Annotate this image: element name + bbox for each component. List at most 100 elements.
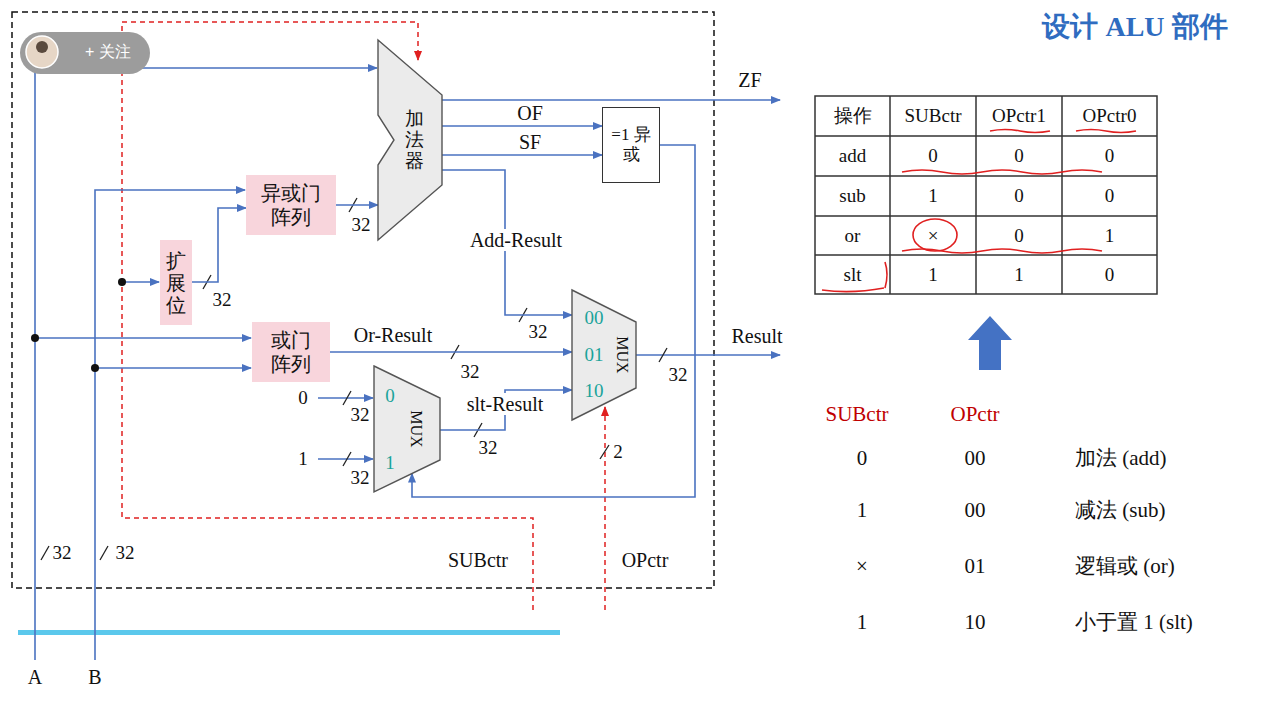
bus-width: 32 [669,364,688,386]
table-cell: 1 [1105,225,1115,247]
extend-input-wire [122,281,159,283]
table-cell: or [845,225,861,247]
bus-width: 2 [613,441,623,463]
list-entry: × [856,554,868,579]
signal-wire [442,170,572,315]
result-wire [636,354,780,356]
signal-wire [440,390,572,430]
signal-name: Or-Result [352,324,434,346]
signal-wire [412,145,695,497]
bus-slash [343,452,351,466]
node-text: 0 [385,385,395,407]
signal-wire [442,154,602,156]
table-cell: 0 [1105,185,1115,207]
avatar-head [36,41,48,53]
node-text: MUX [407,410,425,447]
table-cell: slt [844,264,862,286]
progress-bar [18,630,560,635]
table-cell: 0 [1014,225,1024,247]
table-line [1061,96,1063,294]
table-cell: sub [839,185,865,207]
node-text: 1 [385,452,395,474]
shape-outline [374,366,440,492]
bus-width: 0 [298,387,308,409]
bus-slash [343,391,351,405]
node-text: MUX [613,336,631,373]
bus-width: 32 [351,467,370,489]
or-array: 或门 阵列 [252,322,330,382]
table-cell: OPctr1 [992,105,1046,127]
b-wire [95,190,245,660]
red-annotation [902,170,1102,174]
table-cell: 0 [1014,185,1024,207]
red-annotation [990,130,1136,133]
node-text: 加法器 [405,109,424,172]
signal-name: OF [515,102,545,124]
signal-name: SF [517,131,543,153]
xor-gate: =1 异或 [602,107,660,183]
node-text: 或门 阵列 [260,328,322,376]
list-header: OPctr [951,402,1000,427]
signal-name: ZF [738,69,761,92]
table-frame [815,96,1157,294]
bus-width: 32 [213,289,232,311]
bus-slash [100,546,108,560]
signal-wire [330,351,572,353]
red-annotation [913,219,957,251]
slt-mux: 0 1 MUX [374,366,440,492]
signal-name: Add-Result [468,229,564,251]
subctr-wire [122,22,533,610]
const-one-wire [318,458,373,460]
follow-button: + 关注 [85,42,131,63]
table-cell: 1 [1014,264,1024,286]
opctr-wire [604,407,606,610]
bus-width: 1 [298,448,308,470]
list-entry: 1 [857,610,868,635]
shape-outline [378,40,442,240]
extend-bit: 扩展位 [160,240,192,325]
result-mux: 00 01 10 MUX [572,290,636,420]
list-entry: 00 [965,446,986,471]
table-line [975,96,977,294]
follow-pill [20,32,150,74]
node-text: 00 [585,307,604,329]
list-entry: 小于置 1 (slt) [1075,608,1193,636]
node-text: 扩展位 [166,250,186,316]
a-wire [35,68,377,660]
bus-slash [41,546,49,560]
up-arrow [968,316,1012,370]
table-cell: SUBctr [905,105,962,127]
b-branch-wire [95,367,251,369]
bus-width: 32 [116,542,135,564]
bus-slash [659,348,667,362]
table-cell: 0 [928,145,938,167]
signal-wire [192,208,246,282]
xor-array: 异或门 阵列 [246,175,336,235]
node-text: 10 [585,380,604,402]
node-text: 01 [585,344,604,366]
zf-wire [442,99,780,101]
signal-wire [336,204,378,206]
signal-name: slt-Result [465,393,546,415]
list-entry: 加法 (add) [1075,444,1167,472]
list-entry: 0 [857,446,868,471]
table-cell: 0 [1105,264,1115,286]
table-line [815,135,1157,137]
table-line [889,96,891,294]
table-cell: 0 [1105,145,1115,167]
bus-width: 32 [352,214,371,236]
shape-outline [572,290,636,420]
node-text: =1 异或 [609,125,653,166]
signal-wire [442,125,602,127]
table-cell: add [839,145,866,167]
signal-name: SUBctr [448,549,508,572]
table-line [815,254,1157,256]
table-cell: 0 [1014,145,1024,167]
table-cell: × [928,225,939,247]
bus-width: 32 [461,361,480,383]
list-entry: 01 [965,554,986,579]
shape-outline [374,366,440,492]
table-cell: 1 [928,264,938,286]
const-zero-wire [318,397,373,399]
